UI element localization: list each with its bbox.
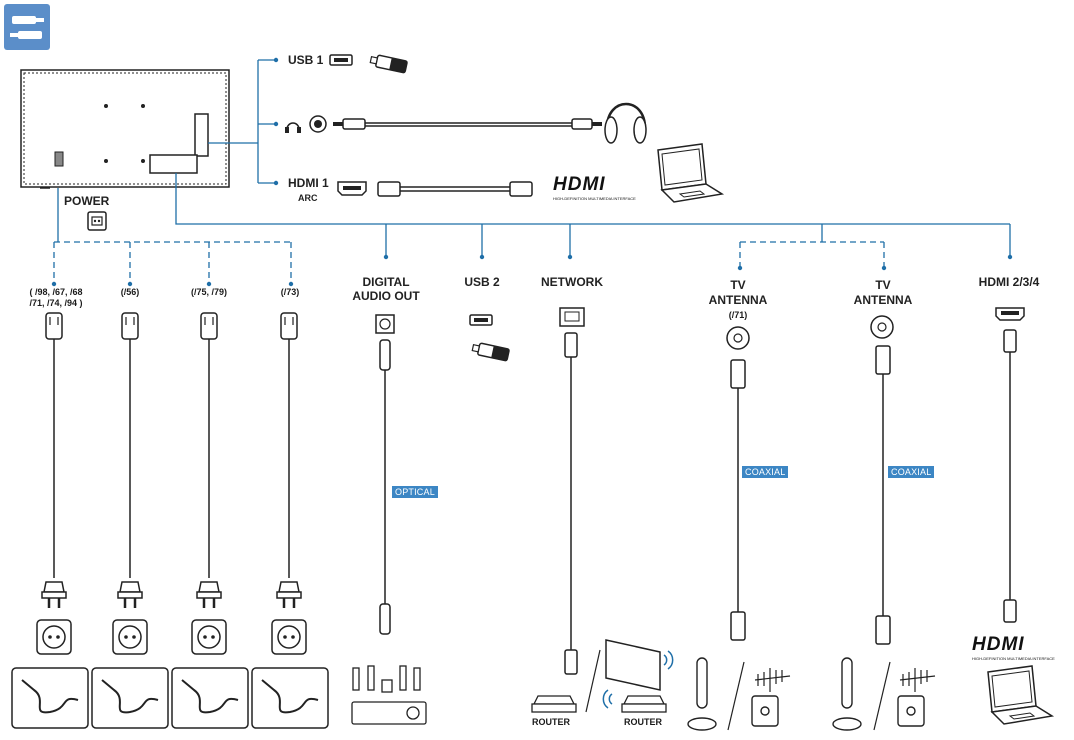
tv-antenna-2-label-b: ANTENNA (853, 293, 913, 307)
tv-antenna-1-variant: (/71) (728, 310, 748, 320)
tv-antenna-1-label-b: ANTENNA (708, 293, 768, 307)
cable-connection-icon (4, 4, 50, 50)
usb1-label: USB 1 (288, 53, 324, 67)
router-label-1: ROUTER (532, 717, 570, 727)
hdmi-logo-bottom: HDMI HIGH-DEFINITION MULTIMEDIA INTERFAC… (972, 634, 1055, 661)
hdmi1-label: HDMI 1 (288, 176, 329, 190)
network-label: NETWORK (541, 275, 603, 289)
tv-antenna-2-label-a: TV (875, 278, 891, 292)
optical-tag: OPTICAL (392, 486, 438, 498)
tv-antenna-1-label-a: TV (730, 278, 746, 292)
digital-audio-label-line1: DIGITAL (362, 275, 410, 289)
digital-audio-label-line2: AUDIO OUT (352, 289, 420, 303)
arc-label: ARC (298, 193, 318, 203)
power-variant-4: (/73) (280, 287, 300, 297)
power-variant-1-line2: /71, /74, /94 ) (29, 298, 83, 308)
coaxial-tag-2: COAXIAL (888, 466, 935, 478)
power-label: POWER (64, 194, 110, 208)
hdmi234-label: HDMI 2/3/4 (978, 275, 1040, 289)
router-label-2: ROUTER (624, 717, 662, 727)
power-variant-1-line1: ( /98, /67, /68 (29, 287, 83, 297)
coaxial-tag-1: COAXIAL (742, 466, 789, 478)
power-variant-2: (/56) (120, 287, 140, 297)
power-variant-3: (/75, /79) (190, 287, 228, 297)
usb2-label: USB 2 (464, 275, 500, 289)
hdmi-logo-top: HDMI HIGH-DEFINITION MULTIMEDIA INTERFAC… (553, 174, 636, 201)
